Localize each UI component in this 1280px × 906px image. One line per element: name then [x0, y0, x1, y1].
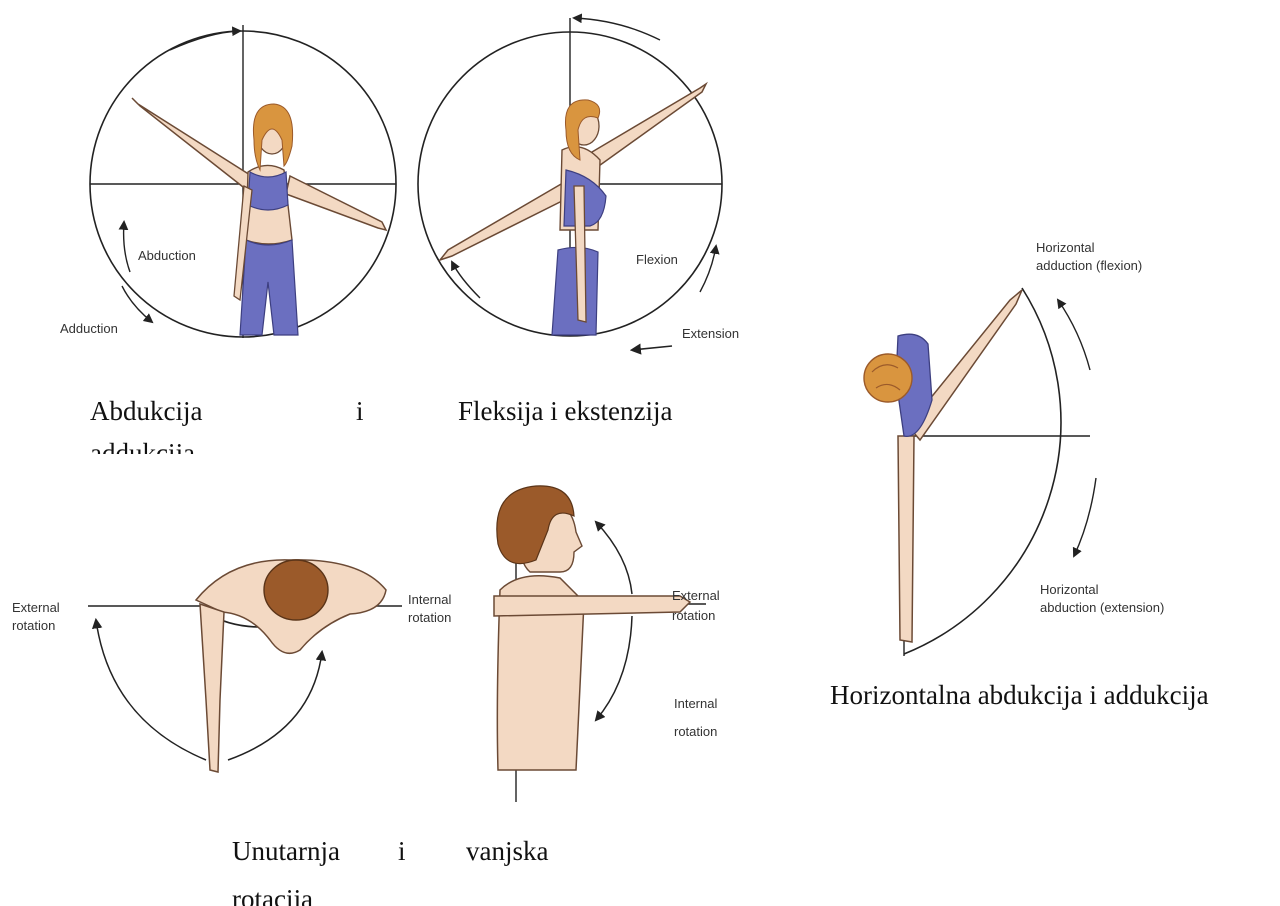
rotation-side-external-2: rotation — [672, 608, 715, 623]
abduction-figure: Abduction Adduction — [60, 25, 396, 338]
horizontal-adduction-label-2: adduction (flexion) — [1036, 258, 1142, 273]
flexion-figure: Flexion Extension — [418, 18, 739, 350]
extension-label: Extension — [682, 326, 739, 341]
abduction-top-arrow — [170, 31, 240, 50]
rotation-side-arc-up — [596, 522, 632, 594]
abduction-label: Abduction — [138, 248, 196, 263]
rotation-top-external-1: External — [12, 600, 60, 615]
rotation-side-arm — [494, 596, 690, 616]
flexion-extended-arm — [440, 180, 572, 260]
rotation-top-head — [264, 560, 328, 620]
rotation-top-external-2: rotation — [12, 618, 55, 633]
adduction-label: Adduction — [60, 321, 118, 336]
flexion-raised-arm — [592, 84, 706, 168]
horizontal-head — [864, 354, 912, 402]
rotation-side-external-1: External — [672, 588, 720, 603]
rotation-caption-line2: rotacija — [232, 884, 313, 906]
abduction-pants — [240, 240, 298, 335]
horizontal-figure: Horizontal adduction (flexion) Horizonta… — [864, 240, 1164, 656]
rotation-top-arm — [200, 604, 224, 772]
rotation-side-internal-1: Internal — [674, 696, 717, 711]
rotation-side-figure: External rotation Internal rotation — [494, 486, 720, 802]
flexion-arrow-up — [700, 246, 716, 292]
abduction-top-clothing — [248, 172, 288, 210]
rotation-caption-word1: Unutarnja — [232, 836, 340, 867]
abduction-caption-line2: addukcija — [90, 438, 195, 454]
rotation-caption-word3: vanjska — [466, 836, 548, 867]
extension-arrow-down — [632, 346, 672, 350]
rotation-top-internal-1: Internal — [408, 592, 451, 607]
rotation-top-right-arc — [228, 652, 322, 760]
horizontal-arrow-up — [1058, 300, 1090, 370]
horizontal-arrow-down — [1074, 478, 1096, 556]
horizontal-adduction-label-1: Horizontal — [1036, 240, 1095, 255]
horizontal-abduction-label-2: abduction (extension) — [1040, 600, 1164, 615]
abduction-caption-word2: i — [356, 396, 364, 427]
rotation-side-internal-2: rotation — [674, 724, 717, 739]
horizontal-lowered-arm — [898, 436, 914, 642]
flexion-top-arrow — [574, 18, 660, 40]
horizontal-caption: Horizontalna abdukcija i addukcija — [830, 680, 1209, 711]
abduction-raised-arm — [132, 98, 258, 194]
rotation-top-figure: External rotation Internal rotation — [12, 560, 451, 772]
rotation-side-arc-down — [596, 616, 632, 720]
flexion-caption: Fleksija i ekstenzija — [458, 396, 672, 427]
rotation-top-left-arc — [96, 620, 206, 760]
flexion-label: Flexion — [636, 252, 678, 267]
extension-arrow-left — [452, 262, 480, 298]
horizontal-abduction-label-1: Horizontal — [1040, 582, 1099, 597]
flexion-pants — [552, 247, 598, 335]
abduction-caption-word1: Abdukcija — [90, 396, 202, 427]
rotation-top-internal-2: rotation — [408, 610, 451, 625]
rotation-caption-word2: i — [398, 836, 406, 867]
abduction-arrow-up — [124, 222, 130, 272]
